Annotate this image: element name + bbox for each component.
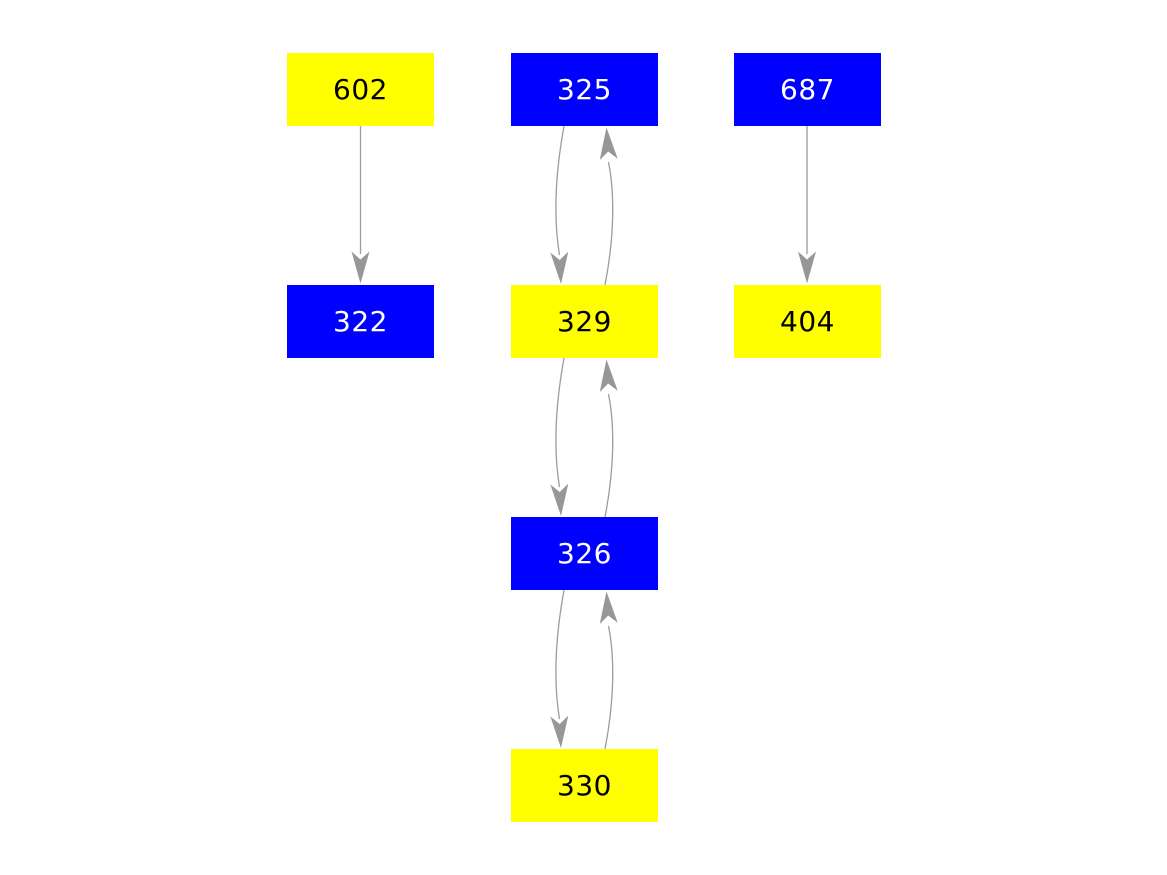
edge-326-to-329-arrowhead-icon: [599, 359, 618, 393]
node-404-label: 404: [780, 305, 835, 338]
node-325-label: 325: [557, 73, 612, 106]
node-602: 602: [287, 53, 434, 126]
node-404: 404: [734, 285, 881, 358]
node-329: 329: [511, 285, 658, 358]
node-330: 330: [511, 749, 658, 822]
edge-602-to-322-arrowhead-icon: [351, 251, 370, 284]
edge-330-to-326: [599, 591, 618, 750]
edge-329-to-325: [599, 127, 618, 286]
edge-329-to-325-arrowhead-icon: [599, 127, 618, 161]
node-687-label: 687: [780, 73, 835, 106]
edge-326-to-330-line: [555, 589, 565, 720]
node-326: 326: [511, 517, 658, 590]
edge-602-to-322: [351, 126, 370, 284]
node-329-label: 329: [557, 305, 612, 338]
edge-326-to-330: [550, 589, 569, 748]
node-602-label: 602: [333, 73, 388, 106]
edge-326-to-330-arrowhead-icon: [550, 715, 569, 748]
node-325: 325: [511, 53, 658, 126]
edge-325-to-329: [550, 125, 569, 284]
edge-329-to-325-line: [604, 161, 614, 286]
edge-326-to-329: [599, 359, 618, 518]
node-322: 322: [287, 285, 434, 358]
edge-329-to-326: [550, 357, 569, 516]
node-687: 687: [734, 53, 881, 126]
node-330-label: 330: [557, 769, 612, 802]
edge-330-to-326-line: [604, 625, 614, 750]
edge-330-to-326-arrowhead-icon: [599, 591, 618, 625]
node-326-label: 326: [557, 537, 612, 570]
edge-325-to-329-line: [555, 125, 565, 256]
edge-329-to-326-arrowhead-icon: [550, 483, 569, 516]
edge-687-to-404: [798, 126, 816, 284]
edge-329-to-326-line: [555, 357, 565, 488]
edge-325-to-329-arrowhead-icon: [550, 251, 569, 284]
node-322-label: 322: [333, 305, 388, 338]
edge-326-to-329-line: [604, 393, 614, 518]
edge-687-to-404-arrowhead-icon: [798, 251, 816, 284]
